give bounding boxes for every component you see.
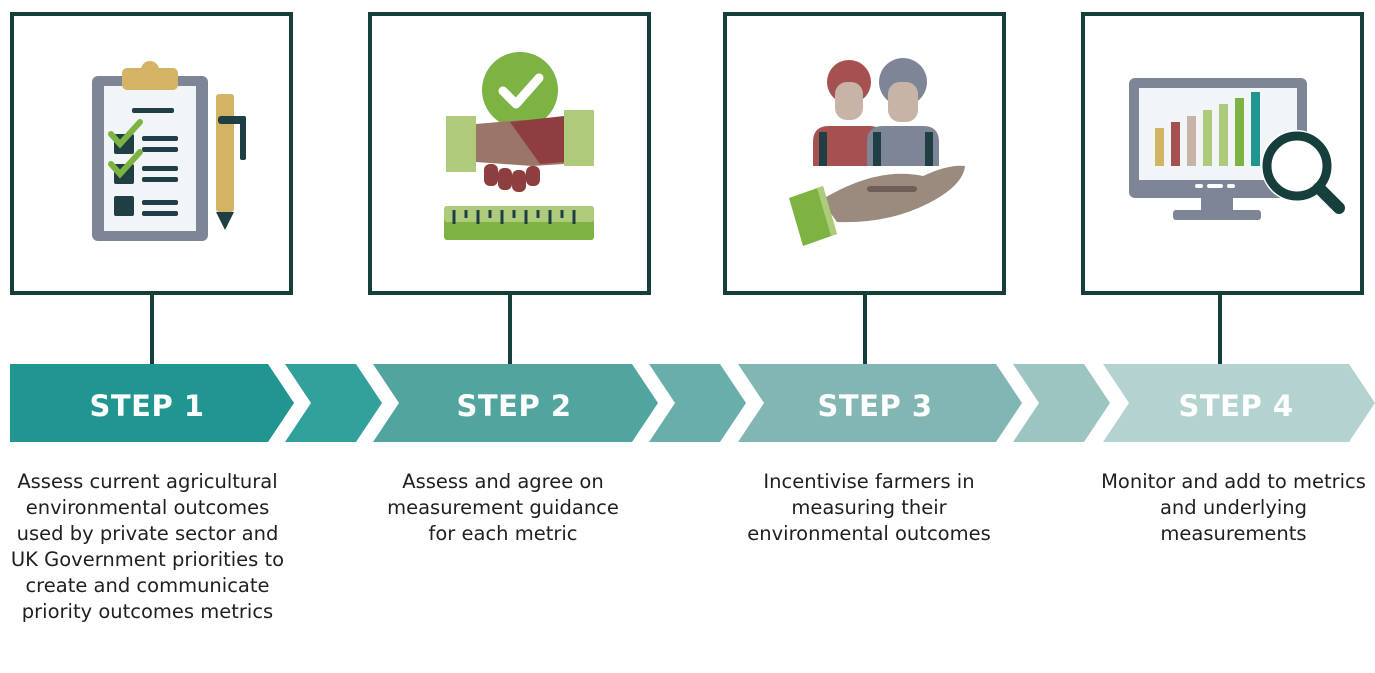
step-1-chevron bbox=[10, 364, 294, 442]
step-4-description: Monitor and add to metrics and underlyin… bbox=[1101, 470, 1366, 545]
step-2-label: STEP 2 bbox=[456, 389, 572, 423]
step-1-connector-line bbox=[150, 295, 154, 365]
step-3-chevron bbox=[738, 364, 1022, 442]
connector-chevron-3 bbox=[1013, 364, 1110, 442]
step-1-description: Assess current agricultural environmenta… bbox=[10, 470, 285, 623]
step-4-connector-line bbox=[1218, 295, 1222, 365]
step-4-chevron bbox=[1103, 364, 1375, 442]
clipboard-checklist-icon bbox=[92, 61, 246, 241]
step-3-connector-line bbox=[863, 295, 867, 365]
monitor-chart-magnifier-icon bbox=[1129, 78, 1345, 220]
connector-chevron-2 bbox=[649, 364, 746, 442]
step-3-icon-frame bbox=[723, 12, 1006, 295]
step-4-label: STEP 4 bbox=[1178, 389, 1294, 423]
step-2-description: Assess and agree on measurement guidance… bbox=[387, 470, 619, 545]
step-3-label: STEP 3 bbox=[817, 389, 933, 423]
step-2-icon-frame bbox=[368, 12, 651, 295]
step-1-label: STEP 1 bbox=[89, 389, 205, 423]
farmers-in-hand-icon bbox=[789, 58, 965, 246]
step-2-chevron bbox=[373, 364, 658, 442]
step-3-description: Incentivise farmers in measuring their e… bbox=[747, 470, 991, 545]
step-2-connector-line bbox=[508, 295, 512, 365]
connector-chevron-1 bbox=[285, 364, 382, 442]
step-4-icon-frame bbox=[1081, 12, 1364, 295]
step-1-icon-frame bbox=[10, 12, 293, 295]
handshake-ruler-icon bbox=[444, 52, 594, 240]
